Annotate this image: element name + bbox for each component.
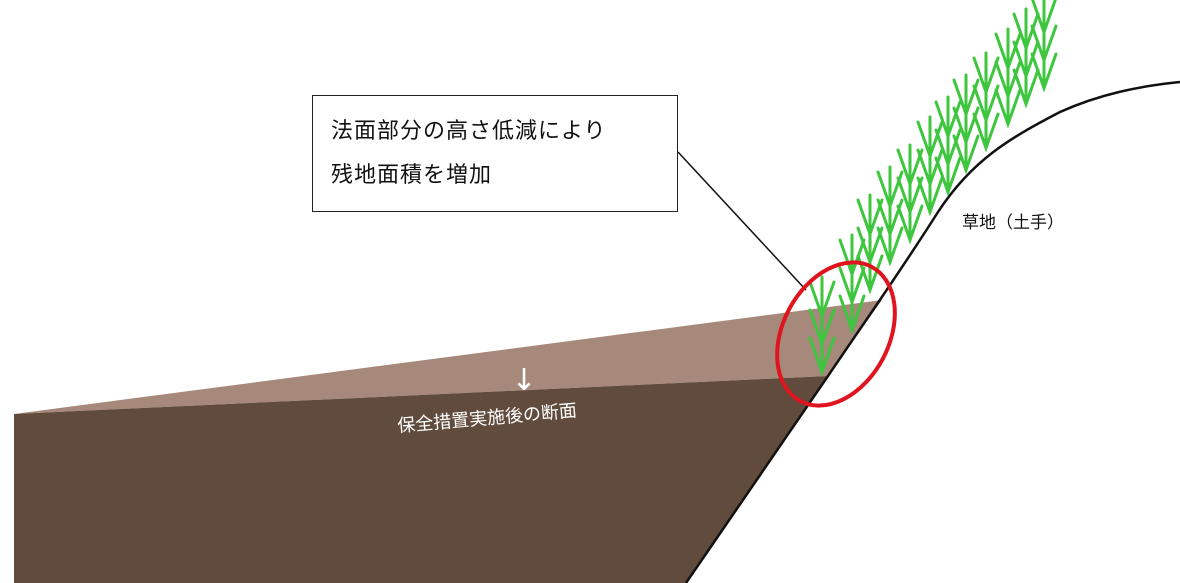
callout-line-2: 残地面積を増加 bbox=[331, 163, 493, 188]
grass-tufts bbox=[808, 0, 1058, 377]
callout-line-1: 法面部分の高さ低減により bbox=[331, 119, 607, 144]
after-mitigation-section bbox=[14, 376, 828, 583]
grassland-label: 草地（土手） bbox=[962, 213, 1064, 232]
grass-tuft bbox=[856, 193, 884, 295]
grass-tuft bbox=[838, 233, 866, 335]
section-change-arrow: ↓ bbox=[511, 363, 536, 398]
planned-slope-section bbox=[14, 300, 882, 414]
callout-box: 法面部分の高さ低減により 残地面積を増加 bbox=[312, 95, 678, 212]
bank-outline bbox=[684, 80, 1180, 583]
grass-tuft bbox=[808, 275, 836, 377]
grass-tuft bbox=[1012, 7, 1040, 109]
grass-tuft bbox=[972, 51, 1000, 153]
grass-tuft bbox=[1030, 0, 1058, 93]
highlight-ellipse bbox=[775, 260, 897, 408]
grass-tuft bbox=[896, 143, 924, 245]
callout-leader-line bbox=[677, 151, 807, 291]
grass-tuft bbox=[876, 165, 904, 267]
grass-tuft bbox=[952, 73, 980, 175]
